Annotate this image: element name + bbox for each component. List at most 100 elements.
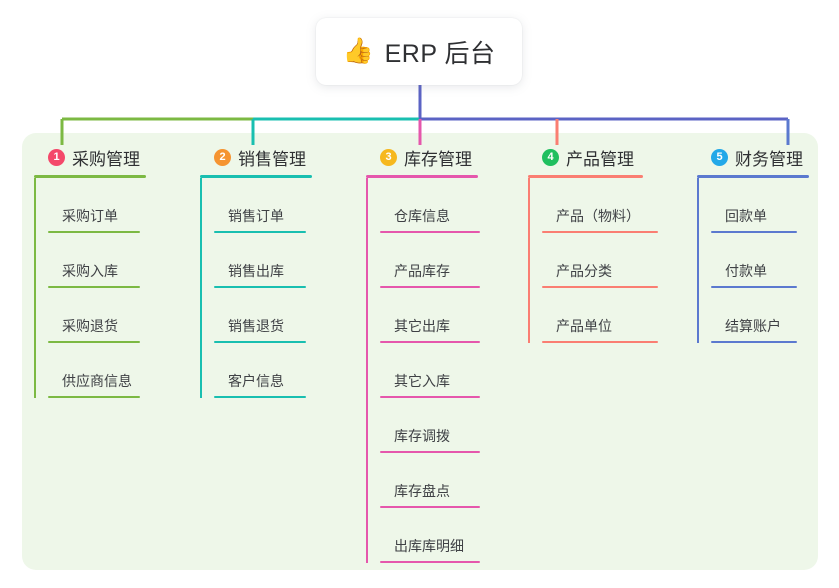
leaf-item-underline	[380, 396, 480, 398]
column-title-3: 库存管理	[404, 149, 472, 169]
leaf-item-label: 销售退货	[228, 318, 284, 334]
leaf-item[interactable]: 产品库存	[380, 233, 480, 288]
leaf-item[interactable]: 其它出库	[380, 288, 480, 343]
column-items-4: 产品（物料） 产品分类产品单位	[528, 178, 658, 343]
column-3: 3 库存管理仓库信息产品库存其它出库其它入库库存调拨库存盘点出库库明细	[366, 143, 480, 563]
leaf-item-label: 销售出库	[228, 263, 284, 279]
leaf-item-underline	[380, 231, 480, 233]
leaf-item-label: 其它入库	[394, 373, 450, 389]
column-badge-4: 4	[542, 148, 559, 166]
leaf-item-underline	[380, 286, 480, 288]
leaf-item-underline	[380, 341, 480, 343]
leaf-item-label: 其它出库	[394, 318, 450, 334]
leaf-item-underline	[214, 341, 306, 343]
column-badge-5: 5	[711, 148, 728, 166]
leaf-item-underline	[214, 231, 306, 233]
leaf-item-label: 产品（物料）	[556, 208, 640, 224]
column-1: 1 采购管理采购订单采购入库采购退货供应商信息	[34, 143, 146, 398]
leaf-item-label: 采购入库	[62, 263, 118, 279]
leaf-item-underline	[711, 341, 797, 343]
leaf-item-label: 库存盘点	[394, 483, 450, 499]
column-spine-5	[697, 178, 699, 343]
column-header-4[interactable]: 4 产品管理	[528, 143, 643, 171]
leaf-item-underline	[214, 286, 306, 288]
leaf-item[interactable]: 库存盘点	[380, 453, 480, 508]
column-header-3[interactable]: 3 库存管理	[366, 143, 478, 171]
leaf-item[interactable]: 供应商信息	[48, 343, 146, 398]
column-title-4: 产品管理	[566, 149, 634, 169]
leaf-item-underline	[711, 286, 797, 288]
leaf-item-underline	[711, 231, 797, 233]
leaf-item-underline	[48, 396, 140, 398]
column-2: 2 销售管理销售订单销售出库销售退货客户信息	[200, 143, 312, 398]
leaf-item[interactable]: 产品分类	[542, 233, 658, 288]
column-spine-4	[528, 178, 530, 343]
leaf-item[interactable]: 其它入库	[380, 343, 480, 398]
leaf-item-underline	[48, 231, 140, 233]
column-items-2: 销售订单销售出库销售退货客户信息	[200, 178, 312, 398]
column-underline-1	[34, 175, 146, 178]
leaf-item-underline	[542, 231, 658, 233]
column-header-1[interactable]: 1 采购管理	[34, 143, 146, 171]
column-spine-2	[200, 178, 202, 398]
column-items-5: 回款单付款单结算账户	[697, 178, 809, 343]
leaf-item[interactable]: 采购退货	[48, 288, 146, 343]
leaf-item-underline	[542, 286, 658, 288]
leaf-item-underline	[214, 396, 306, 398]
root-node-title: ERP 后台	[384, 39, 496, 68]
leaf-item[interactable]: 结算账户	[711, 288, 809, 343]
column-title-1: 采购管理	[72, 149, 140, 169]
leaf-item-underline	[380, 451, 480, 453]
column-title-2: 销售管理	[238, 149, 306, 169]
leaf-item-label: 产品分类	[556, 263, 612, 279]
leaf-item-label: 销售订单	[228, 208, 284, 224]
root-node[interactable]: 👍 ERP 后台	[316, 18, 522, 85]
leaf-item-label: 付款单	[725, 263, 767, 279]
column-underline-5	[697, 175, 809, 178]
leaf-item-label: 采购退货	[62, 318, 118, 334]
leaf-item[interactable]: 客户信息	[214, 343, 312, 398]
leaf-item-label: 供应商信息	[62, 373, 132, 389]
column-4: 4 产品管理产品（物料） 产品分类产品单位	[528, 143, 658, 343]
column-underline-4	[528, 175, 643, 178]
column-header-2[interactable]: 2 销售管理	[200, 143, 312, 171]
leaf-item-label: 产品单位	[556, 318, 612, 334]
leaf-item-label: 回款单	[725, 208, 767, 224]
leaf-item-label: 采购订单	[62, 208, 118, 224]
thumbs-up-icon: 👍	[342, 37, 374, 65]
column-underline-2	[200, 175, 312, 178]
column-items-3: 仓库信息产品库存其它出库其它入库库存调拨库存盘点出库库明细	[366, 178, 480, 563]
leaf-item[interactable]: 产品（物料）	[542, 178, 658, 233]
column-items-1: 采购订单采购入库采购退货供应商信息	[34, 178, 146, 398]
column-spine-1	[34, 178, 36, 398]
leaf-item[interactable]: 销售订单	[214, 178, 312, 233]
leaf-item-underline	[380, 561, 480, 563]
leaf-item-label: 客户信息	[228, 373, 284, 389]
leaf-item-label: 仓库信息	[394, 208, 450, 224]
column-badge-1: 1	[48, 148, 65, 166]
leaf-item[interactable]: 销售出库	[214, 233, 312, 288]
leaf-item-label: 结算账户	[725, 318, 781, 334]
leaf-item-underline	[542, 341, 658, 343]
leaf-item[interactable]: 产品单位	[542, 288, 658, 343]
column-spine-3	[366, 178, 368, 563]
leaf-item[interactable]: 付款单	[711, 233, 809, 288]
leaf-item[interactable]: 出库库明细	[380, 508, 480, 563]
column-badge-2: 2	[214, 148, 231, 166]
leaf-item-underline	[48, 341, 140, 343]
leaf-item-underline	[380, 506, 480, 508]
column-title-5: 财务管理	[735, 149, 803, 169]
leaf-item[interactable]: 回款单	[711, 178, 809, 233]
leaf-item-label: 库存调拨	[394, 428, 450, 444]
leaf-item-underline	[48, 286, 140, 288]
column-header-5[interactable]: 5 财务管理	[697, 143, 809, 171]
leaf-item[interactable]: 销售退货	[214, 288, 312, 343]
leaf-item[interactable]: 采购订单	[48, 178, 146, 233]
column-badge-3: 3	[380, 148, 397, 166]
leaf-item-label: 出库库明细	[394, 538, 464, 554]
leaf-item[interactable]: 仓库信息	[380, 178, 480, 233]
leaf-item[interactable]: 采购入库	[48, 233, 146, 288]
diagram-panel	[22, 133, 818, 570]
leaf-item[interactable]: 库存调拨	[380, 398, 480, 453]
